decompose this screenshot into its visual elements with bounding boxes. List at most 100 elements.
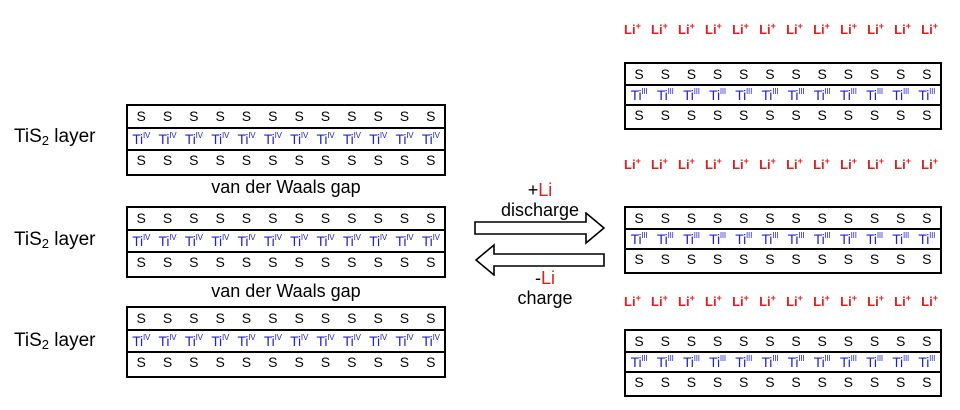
lithium-ion-row-3: Li+Li+Li+Li+Li+Li+Li+Li+Li+Li+Li+Li+ — [624, 293, 938, 310]
titanium-atom: TiIV — [184, 233, 203, 249]
sulfur-atom: S — [739, 66, 749, 82]
sulfur-atom: S — [791, 210, 801, 226]
sulfur-atom: S — [426, 108, 436, 124]
sulfur-atom: S — [320, 310, 331, 326]
sulfur-atom: S — [189, 354, 199, 370]
titanium-atom: TiIII — [787, 354, 805, 370]
sulfur-atom: S — [373, 108, 383, 124]
sulfur-atom: S — [347, 354, 357, 370]
sulfur-atom: S — [373, 152, 383, 168]
lithium-ion: Li+ — [651, 21, 668, 38]
sulfur-atom: S — [922, 66, 932, 82]
titanium-atom: TiIV — [211, 131, 230, 147]
titanium-atom: TiIII — [656, 354, 674, 370]
lithium-ion: Li+ — [813, 21, 830, 38]
titanium-atom: TiIII — [761, 231, 779, 247]
sulfur-atom: S — [843, 374, 853, 390]
sulfur-atom: S — [294, 354, 304, 370]
sulfur-atom: S — [347, 254, 357, 270]
lithium-ion: Li+ — [705, 293, 722, 310]
sulfur-atom: S — [660, 107, 670, 123]
tis2-layer-label-3: TiS2 layer — [14, 330, 96, 352]
sulfur-atom: S — [241, 310, 252, 326]
sulfur-atom: S — [373, 354, 383, 370]
sulfur-atom: S — [634, 333, 644, 349]
sulfur-atom: S — [426, 210, 436, 226]
lithium-ion: Li+ — [867, 293, 884, 310]
sulfur-atom: S — [660, 374, 670, 390]
lithium-ion: Li+ — [732, 156, 749, 173]
sulfur-atom: S — [895, 251, 906, 267]
sulfur-atom: S — [162, 254, 173, 270]
sulfur-atom: S — [791, 333, 801, 349]
titanium-atom: TiIII — [735, 87, 753, 103]
sulfur-atom: S — [660, 66, 670, 82]
sulfur-atom: S — [739, 251, 749, 267]
titanium-atom: TiIV — [237, 333, 256, 349]
titanium-atom: TiIV — [132, 333, 151, 349]
sulfur-atom: S — [136, 254, 146, 270]
sulfur-atom: S — [399, 310, 410, 326]
sulfur-atom: S — [895, 66, 906, 82]
lithium-ion: Li+ — [840, 293, 857, 310]
sulfur-atom: S — [294, 310, 304, 326]
lithium-ion: Li+ — [678, 156, 695, 173]
lithium-ion: Li+ — [813, 293, 830, 310]
titanium-atom: TiIV — [395, 233, 414, 249]
sulfur-atom: S — [268, 310, 278, 326]
sulfur-atom: S — [189, 108, 199, 124]
titanium-atom: TiIII — [735, 354, 753, 370]
lithium-ion: Li+ — [786, 156, 803, 173]
sulfur-atom: S — [869, 66, 880, 82]
titanium-atom: TiIV — [211, 333, 230, 349]
lithium-ion: Li+ — [840, 156, 857, 173]
sulfur-atom: S — [660, 333, 670, 349]
sulfur-atom: S — [765, 107, 775, 123]
lithium-ion: Li+ — [732, 21, 749, 38]
sulfur-atom: S — [136, 310, 146, 326]
titanium-atom: TiIV — [263, 333, 282, 349]
sulfur-atom: S — [765, 251, 775, 267]
titanium-atom: TiIV — [184, 131, 203, 147]
sulfur-atom: S — [320, 354, 331, 370]
titanium-atom: TiIV — [369, 131, 388, 147]
sulfur-atom: S — [373, 254, 383, 270]
sulfur-atom: S — [347, 152, 357, 168]
sulfur-atom: S — [791, 251, 801, 267]
sulfur-atom: S — [189, 152, 199, 168]
lithium-ion: Li+ — [732, 293, 749, 310]
sulfur-atom: S — [268, 152, 278, 168]
sulfur-atom: S — [712, 210, 723, 226]
tis2-layer-label-2: TiS2 layer — [14, 229, 96, 251]
titanium-atom: TiIV — [421, 333, 440, 349]
sulfur-atom: S — [739, 210, 749, 226]
lithium-ion-row-2: Li+Li+Li+Li+Li+Li+Li+Li+Li+Li+Li+Li+ — [624, 156, 938, 173]
sulfur-atom: S — [634, 210, 644, 226]
sulfur-atom: S — [136, 108, 146, 124]
sulfur-atom: S — [189, 254, 199, 270]
lithium-ion: Li+ — [786, 293, 803, 310]
sulfur-atom: S — [162, 354, 173, 370]
sulfur-atom: S — [660, 251, 670, 267]
sulfur-atom: S — [215, 210, 225, 226]
sulfur-atom: S — [739, 107, 749, 123]
titanium-atom: TiIV — [421, 233, 440, 249]
titanium-atom: TiIV — [316, 131, 335, 147]
titanium-atom: TiIV — [290, 333, 309, 349]
lithium-ion: Li+ — [705, 156, 722, 173]
titanium-atom: TiIII — [630, 87, 648, 103]
sulfur-atom: S — [634, 374, 644, 390]
lithium-ion: Li+ — [867, 21, 884, 38]
sulfur-atom: S — [922, 210, 932, 226]
sulfur-atom: S — [215, 254, 225, 270]
sulfur-atom: S — [922, 251, 932, 267]
sulfur-atom: S — [189, 210, 199, 226]
titanium-atom: TiIII — [630, 231, 648, 247]
lithium-ion: Li+ — [894, 293, 911, 310]
